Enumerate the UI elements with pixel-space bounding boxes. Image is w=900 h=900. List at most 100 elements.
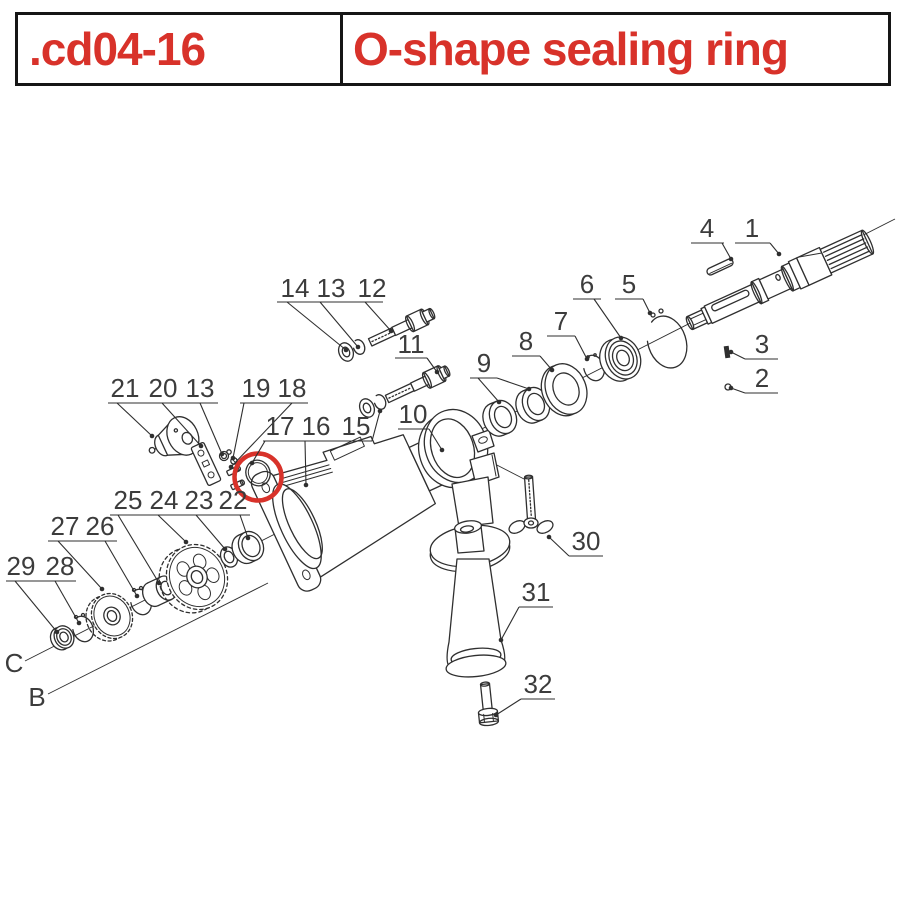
leader-line <box>548 536 570 557</box>
leader-line <box>304 440 307 486</box>
leader-dot <box>76 620 82 626</box>
leader-line <box>371 410 381 442</box>
part-bearing-6 <box>599 336 642 382</box>
leader-line <box>195 514 226 550</box>
part-spindle-1 <box>685 229 875 331</box>
callout-1: 1 <box>735 213 782 257</box>
part-label-18: 18 <box>278 373 307 403</box>
callout-7: 7 <box>547 306 590 362</box>
leader-line <box>769 242 780 255</box>
part-label-26: 26 <box>86 511 115 541</box>
callout-13: 13 <box>183 373 225 457</box>
leader-dot <box>230 455 236 461</box>
leader-line <box>116 402 153 437</box>
part-bolt-12 <box>367 307 436 347</box>
leader-dot <box>728 349 734 355</box>
part-label-23: 23 <box>185 485 214 515</box>
leader-line <box>117 514 160 584</box>
part-label-13: 13 <box>186 373 215 403</box>
leader-line <box>232 402 245 459</box>
part-label-27: 27 <box>51 511 80 541</box>
leader-line <box>319 301 359 348</box>
callout-13: 13 <box>313 273 361 350</box>
leader-dot <box>526 386 532 392</box>
part-label-17: 17 <box>266 411 295 441</box>
part-clamp-ring-10 <box>417 408 500 528</box>
part-label-5: 5 <box>622 269 636 299</box>
leader-line <box>104 540 138 597</box>
part-key-4 <box>706 258 734 276</box>
part-code-text: .cd04-16 <box>29 23 206 75</box>
leader-line <box>477 377 500 403</box>
title-block: .cd04-16 O-shape sealing ring <box>15 12 891 86</box>
part-label-29: 29 <box>7 551 36 581</box>
leader-line <box>157 514 187 543</box>
part-washers-15 <box>358 394 387 418</box>
part-label-10: 10 <box>399 399 428 429</box>
leader-dot <box>388 328 394 334</box>
leader-dot <box>134 593 140 599</box>
leader-line <box>642 298 651 314</box>
leader-dot <box>439 447 445 453</box>
leader-dot <box>618 335 624 341</box>
part-gear-24 <box>158 543 229 614</box>
callout-2: 2 <box>728 363 778 394</box>
part-label-14: 14 <box>281 273 310 303</box>
part-label-7: 7 <box>554 306 568 336</box>
part-handle-31 <box>429 520 511 678</box>
callout-23: 23 <box>181 485 228 552</box>
callout-32: 32 <box>493 669 555 718</box>
leader-line <box>14 580 58 633</box>
part-bush-9b <box>515 386 551 424</box>
leader-dot <box>249 460 255 466</box>
leader-dot <box>198 443 204 449</box>
callout-B: B <box>28 682 45 712</box>
part-label-8: 8 <box>519 326 533 356</box>
part-plate-20 <box>190 442 222 486</box>
leader-dot <box>99 586 105 592</box>
part-label-31: 31 <box>522 577 551 607</box>
leader-line <box>239 514 249 539</box>
callout-25: 25 <box>110 485 162 586</box>
part-label-9: 9 <box>477 348 491 378</box>
callout-29: 29 <box>6 551 60 635</box>
part-label-32: 32 <box>524 669 553 699</box>
leader-dot <box>228 464 234 470</box>
leader-dot <box>245 535 251 541</box>
part-label-15: 15 <box>342 411 371 441</box>
part-label-24: 24 <box>150 485 179 515</box>
part-bolt-11 <box>384 365 451 404</box>
callout-11: 11 <box>395 329 440 375</box>
leader-dot <box>303 482 309 488</box>
leader-dot <box>219 451 225 457</box>
leader-dot <box>496 399 502 405</box>
callout-19: 19 <box>230 373 272 461</box>
leader-dot <box>728 256 734 262</box>
b-subassembly-line <box>47 582 269 695</box>
leader-line <box>496 377 530 390</box>
leader-line <box>230 402 293 468</box>
callout-6: 6 <box>573 269 624 341</box>
callout-9: 9 <box>470 348 532 405</box>
part-label-4: 4 <box>700 213 714 243</box>
callout-10: 10 <box>398 399 445 453</box>
leader-dot <box>549 367 555 373</box>
part-cap-21 <box>148 416 200 457</box>
part-gear-27 <box>85 592 134 642</box>
callout-16: 16 <box>297 411 333 488</box>
part-cup-ring-22 <box>231 530 265 565</box>
callout-18: 18 <box>228 373 308 470</box>
part-label-19: 19 <box>242 373 271 403</box>
part-wing-screw-30 <box>508 474 554 534</box>
leader-line <box>286 301 347 351</box>
callout-4: 4 <box>691 213 734 262</box>
leader-dot <box>776 251 782 257</box>
callout-21: 21 <box>108 373 155 439</box>
leader-line <box>428 428 443 451</box>
leader-dot <box>54 629 60 635</box>
part-bush-9a <box>482 399 518 437</box>
part-title-text: O-shape sealing ring <box>353 23 789 75</box>
